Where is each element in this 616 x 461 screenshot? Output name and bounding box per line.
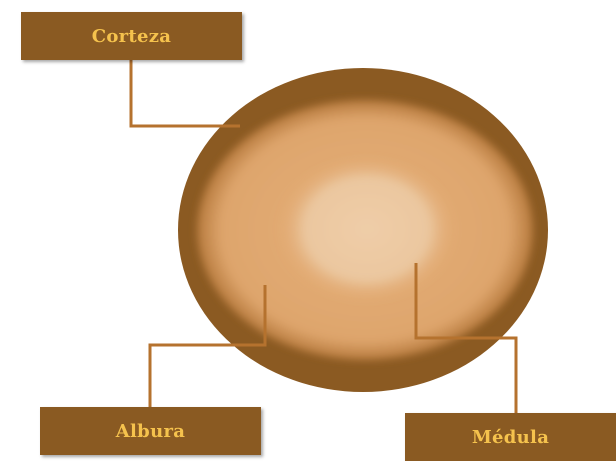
corteza-label: Corteza xyxy=(92,26,172,47)
medula-label-box: Médula xyxy=(405,413,616,461)
pith-region xyxy=(279,157,455,301)
corteza-label-box: Corteza xyxy=(21,12,242,60)
corteza-connector xyxy=(131,60,240,126)
albura-label: Albura xyxy=(116,421,185,442)
albura-label-box: Albura xyxy=(40,407,261,455)
medula-label: Médula xyxy=(472,427,549,448)
